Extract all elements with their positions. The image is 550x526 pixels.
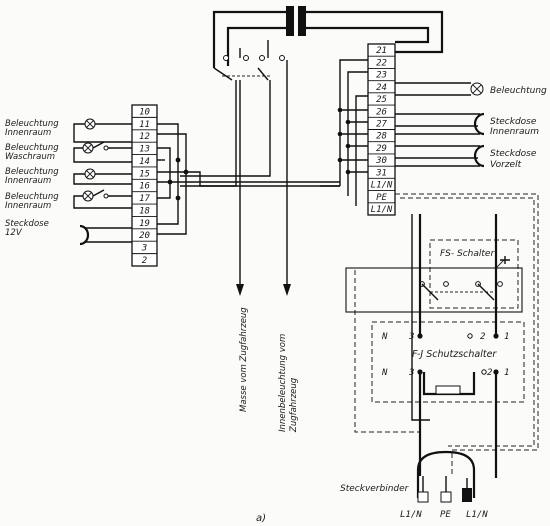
left-terminal-10: 20 bbox=[139, 231, 150, 241]
left-terminal-7: 17 bbox=[139, 194, 150, 204]
left-loads bbox=[73, 118, 340, 246]
right-terminal-5: 26 bbox=[376, 107, 387, 117]
right-terminal-2: 23 bbox=[376, 71, 387, 81]
innenbeleuchtung-label-2: Zugfahrzeug bbox=[289, 377, 299, 433]
right-label-innenraum: Innenraum bbox=[490, 127, 539, 137]
right-label-steckdose-1: Steckdose bbox=[490, 117, 537, 127]
masse-label: Masse vom Zugfahrzeug bbox=[239, 307, 249, 412]
left-terminal-8: 18 bbox=[139, 206, 150, 216]
left-terminal-1: 11 bbox=[139, 120, 150, 130]
left-terminal-5: 15 bbox=[139, 169, 150, 179]
fi-top-3: 3 bbox=[408, 332, 414, 342]
left-label-3a: Beleuchtung bbox=[5, 167, 59, 177]
right-loads bbox=[320, 59, 485, 206]
left-terminal-6: 16 bbox=[139, 182, 150, 192]
left-terminal-block: 10 11 12 13 14 15 16 17 18 19 20 3 2 bbox=[131, 104, 158, 267]
left-label-4b: Innenraum bbox=[5, 201, 51, 211]
fi-top-n: N bbox=[381, 332, 388, 342]
plug-connector bbox=[416, 450, 476, 503]
steckverbinder-label: Steckverbinder bbox=[340, 484, 410, 494]
left-label-4a: Beleuchtung bbox=[5, 192, 59, 202]
left-label-2a: Beleuchtung bbox=[5, 143, 59, 153]
left-terminal-4: 14 bbox=[139, 157, 150, 167]
pe-wiring bbox=[354, 193, 539, 476]
plug-pin-pe: PE bbox=[440, 510, 451, 520]
fi-bottom-n: N bbox=[381, 368, 388, 378]
fi-protection-switch bbox=[371, 214, 525, 478]
fs-schalter-label: FS- Schalter bbox=[440, 249, 495, 259]
left-terminal-12: 2 bbox=[142, 256, 147, 266]
right-terminal-8: 29 bbox=[376, 144, 387, 154]
fi-top-1: 1 bbox=[504, 332, 509, 342]
right-terminal-9: 30 bbox=[375, 156, 387, 166]
fi-bottom-2: 2 bbox=[487, 368, 492, 378]
innenbeleuchtung-label-1: Innenbeleuchtung vom bbox=[278, 334, 288, 432]
left-terminal-3: 13 bbox=[139, 145, 150, 155]
right-terminal-10: 31 bbox=[375, 168, 387, 178]
left-terminal-0: 10 bbox=[139, 107, 150, 117]
right-terminal-13: L1/N bbox=[371, 205, 393, 215]
right-terminal-12: PE bbox=[376, 193, 387, 203]
fi-bottom-3: 3 bbox=[408, 368, 414, 378]
right-terminal-4: 25 bbox=[376, 95, 387, 105]
right-terminal-0: 21 bbox=[376, 46, 387, 56]
left-label-5a: Steckdose bbox=[5, 219, 49, 229]
fi-bottom-1: 1 bbox=[504, 368, 509, 378]
left-label-1a: Beleuchtung bbox=[5, 119, 59, 129]
right-terminal-11: L1/N bbox=[371, 181, 393, 191]
left-terminal-9: 19 bbox=[139, 219, 150, 229]
left-label-1b: Innenraum bbox=[5, 128, 51, 138]
right-terminal-1: 22 bbox=[376, 58, 387, 68]
right-label-beleuchtung: Beleuchtung bbox=[490, 86, 547, 96]
right-label-vorzelt: Vorzelt bbox=[490, 160, 522, 170]
figure-caption: a) bbox=[256, 513, 266, 524]
right-terminal-7: 28 bbox=[376, 132, 387, 142]
right-terminal-6: 27 bbox=[376, 120, 387, 130]
transformer-symbol bbox=[212, 6, 444, 68]
plug-pin-l1n-left: L1/N bbox=[400, 510, 422, 520]
left-label-2b: Waschraum bbox=[5, 152, 55, 162]
left-terminal-2: 12 bbox=[139, 132, 150, 142]
left-terminal-11: 3 bbox=[141, 244, 147, 254]
plug-pin-l1n-right: L1/N bbox=[466, 510, 488, 520]
left-label-3b: Innenraum bbox=[5, 176, 51, 186]
fs-switch bbox=[345, 239, 523, 313]
right-terminal-3: 24 bbox=[376, 83, 387, 93]
left-label-5b: 12V bbox=[5, 228, 23, 238]
double-switch bbox=[180, 40, 291, 296]
fi-top-2: 2 bbox=[480, 332, 485, 342]
right-label-steckdose-2: Steckdose bbox=[490, 149, 537, 159]
fi-schutzschalter-label: F-J Schutzschalter bbox=[412, 349, 497, 360]
